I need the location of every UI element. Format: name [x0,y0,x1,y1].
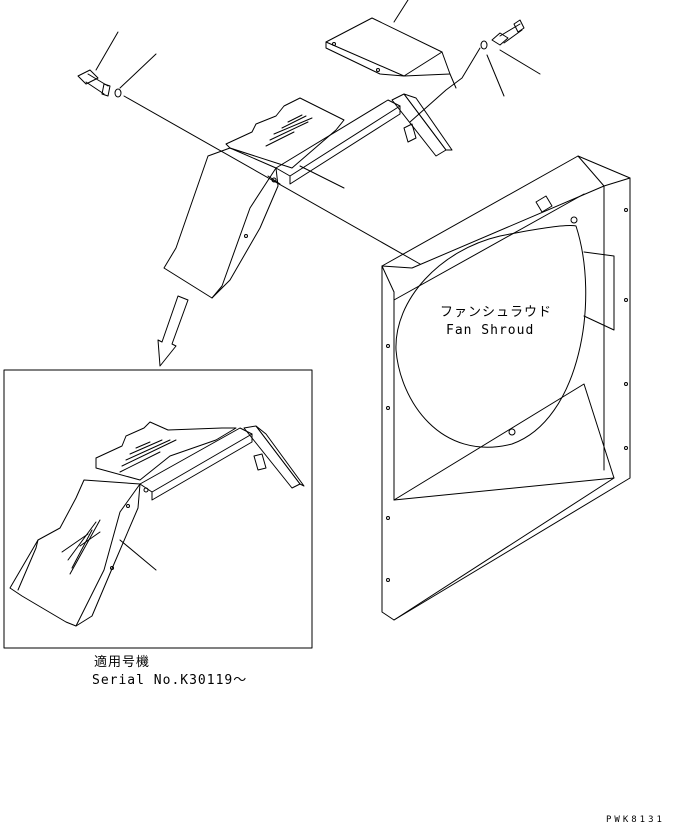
drawing-ref: PWK8131 [606,815,665,825]
fan-guard-upper [163,93,453,299]
fan-shroud [381,155,631,621]
bolt-left [77,31,421,265]
cover-plate [325,0,457,89]
shroud-label-en: Fan Shroud [446,323,534,338]
serial-label-en: Serial No.K30119～ [92,673,247,688]
serial-label-jp: 適用号機 [94,654,150,670]
arrow-down [157,295,189,367]
fan-guard-alternate [9,421,305,627]
detail-box [3,369,313,649]
bolt-right [409,19,541,123]
shroud-label-jp: ファンシュラウド [440,305,552,320]
